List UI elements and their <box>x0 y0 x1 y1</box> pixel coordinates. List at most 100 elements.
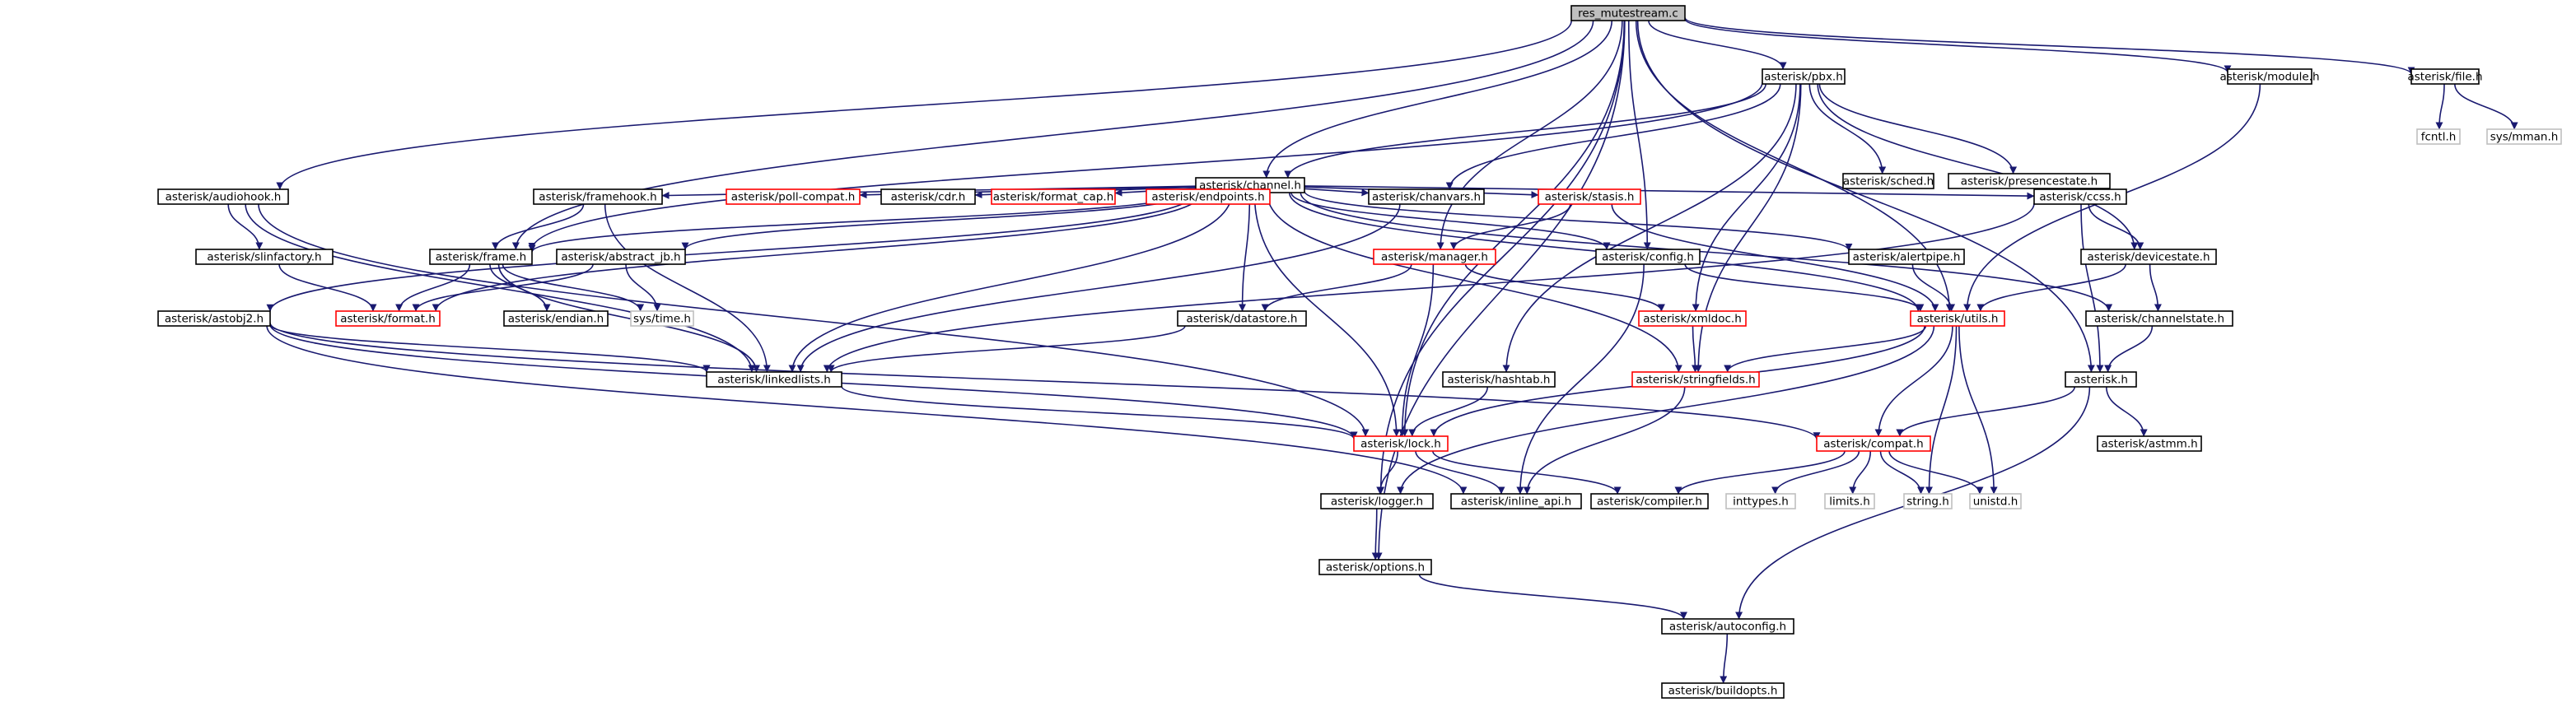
node-utils[interactable]: asterisk/utils.h <box>1910 310 2005 327</box>
node-asterisk[interactable]: asterisk.h <box>2065 371 2137 388</box>
node-audiohook[interactable]: asterisk/audiohook.h <box>157 188 289 205</box>
node-compat[interactable]: asterisk/compat.h <box>1816 435 1931 452</box>
node-box-xmldoc <box>1638 310 1747 327</box>
node-label-presencestate: asterisk/presencestate.h <box>1961 175 2098 188</box>
node-cdr[interactable]: asterisk/cdr.h <box>880 188 976 205</box>
edge-root-to-asterisk <box>1636 20 2095 373</box>
node-limits[interactable]: limits.h <box>1824 493 1875 509</box>
node-linkedlists[interactable]: asterisk/linkedlists.h <box>706 371 842 388</box>
node-abstractjb[interactable]: asterisk/abstract_jb.h <box>556 249 686 265</box>
edge-chanvars-to-linkedlists <box>796 203 1401 373</box>
node-options[interactable]: asterisk/options.h <box>1318 559 1432 575</box>
edge-channel-to-lock <box>1253 192 1401 437</box>
edge-audiohook-to-slinfactory <box>227 203 264 250</box>
node-label-slinfactory: asterisk/slinfactory.h <box>207 251 321 264</box>
node-systime[interactable]: sys/time.h <box>630 310 694 327</box>
node-formatcap[interactable]: asterisk/format_cap.h <box>991 188 1116 205</box>
edge-linkedlists-to-lock <box>841 386 1358 440</box>
node-label-formatcap: asterisk/format_cap.h <box>993 191 1114 204</box>
node-label-devicestate: asterisk/devicestate.h <box>2088 251 2210 264</box>
node-datastore[interactable]: asterisk/datastore.h <box>1177 310 1307 327</box>
node-astobj2[interactable]: asterisk/astobj2.h <box>157 310 271 327</box>
node-label-logger: asterisk/logger.h <box>1331 495 1423 509</box>
node-box-format <box>335 310 441 327</box>
node-stringfields[interactable]: asterisk/stringfields.h <box>1631 371 1760 388</box>
node-slinfactory[interactable]: asterisk/slinfactory.h <box>195 249 334 265</box>
node-frame[interactable]: asterisk/frame.h <box>429 249 533 265</box>
node-label-options: asterisk/options.h <box>1326 561 1425 574</box>
node-hashtab[interactable]: asterisk/hashtab.h <box>1442 371 1556 388</box>
node-buildopts[interactable]: asterisk/buildopts.h <box>1661 682 1785 699</box>
edge-stasis-to-utils <box>1611 203 1939 312</box>
node-file[interactable]: asterisk/file.h <box>2407 68 2483 85</box>
edge-channel-to-linkedlists <box>788 192 1233 373</box>
node-fcntl[interactable]: fcntl.h <box>2416 128 2461 145</box>
edge-alertpipe-to-utils <box>1911 263 1956 312</box>
node-label-format: asterisk/format.h <box>340 313 436 326</box>
edge-utils-to-stringfields <box>1724 325 1927 373</box>
edge-utils-to-logger <box>1397 325 1935 495</box>
node-autoconfig[interactable]: asterisk/autoconfig.h <box>1661 618 1794 635</box>
node-box-asterisk <box>2065 371 2137 388</box>
edge-root-to-frame <box>511 20 1594 250</box>
node-pollcompat[interactable]: asterisk/poll-compat.h <box>726 188 861 205</box>
node-label-sched: asterisk/sched.h <box>1843 175 1934 188</box>
node-label-datastore: asterisk/datastore.h <box>1186 313 1297 326</box>
node-inlineapi[interactable]: asterisk/inline_api.h <box>1450 493 1582 509</box>
node-box-devicestate <box>2080 249 2217 265</box>
node-label-string: string.h <box>1906 495 1949 509</box>
node-box-audiohook <box>157 188 289 205</box>
node-label-xmldoc: asterisk/xmldoc.h <box>1643 313 1742 326</box>
edge-channelstate-to-asterisk <box>2104 325 2154 373</box>
node-alertpipe[interactable]: asterisk/alertpipe.h <box>1848 249 1965 265</box>
node-string[interactable]: string.h <box>1903 493 1953 509</box>
nodes-layer: res_mutestream.c asterisk/pbx.h asterisk/m… <box>157 5 2562 699</box>
edge-frame-to-linkedlists <box>497 263 760 373</box>
edge-lock-to-inlineapi <box>1415 450 1505 495</box>
node-module[interactable]: asterisk/module.h <box>2219 68 2320 85</box>
node-pbx[interactable]: asterisk/pbx.h <box>1762 68 1846 85</box>
node-root[interactable]: res_mutestream.c <box>1570 5 1686 21</box>
node-box-utils <box>1910 310 2005 327</box>
node-config[interactable]: asterisk/config.h <box>1595 249 1701 265</box>
node-logger[interactable]: asterisk/logger.h <box>1320 493 1434 509</box>
edge-framehook-to-frame <box>492 203 585 250</box>
node-label-autoconfig: asterisk/autoconfig.h <box>1669 621 1786 634</box>
node-devicestate[interactable]: asterisk/devicestate.h <box>2080 249 2217 265</box>
edge-asterisk-to-astmm <box>2106 386 2148 437</box>
edge-hashtab-to-lock <box>1408 386 1489 437</box>
edge-root-to-logger <box>1377 20 1626 495</box>
edge-pbx-to-xmldoc <box>1692 83 1801 312</box>
edge-slinfactory-to-format <box>278 263 377 312</box>
edge-astobj2-to-inlineapi <box>266 325 1468 495</box>
node-box-autoconfig <box>1661 618 1794 635</box>
node-endpoints[interactable]: asterisk/endpoints.h <box>1146 188 1271 205</box>
node-inttypes[interactable]: inttypes.h <box>1725 493 1796 509</box>
node-lock[interactable]: asterisk/lock.h <box>1353 435 1449 452</box>
node-stasis[interactable]: asterisk/stasis.h <box>1538 188 1641 205</box>
node-label-frame: asterisk/frame.h <box>436 251 527 264</box>
node-framehook[interactable]: asterisk/framehook.h <box>533 188 663 205</box>
node-channelstate[interactable]: asterisk/channelstate.h <box>2085 310 2233 327</box>
node-compiler[interactable]: asterisk/compiler.h <box>1590 493 1709 509</box>
node-unistd[interactable]: unistd.h <box>1969 493 2022 509</box>
node-label-compat: asterisk/compat.h <box>1823 438 1923 451</box>
node-label-alertpipe: asterisk/alertpipe.h <box>1853 251 1961 264</box>
node-astmm[interactable]: asterisk/astmm.h <box>2097 435 2202 452</box>
node-endian[interactable]: asterisk/endian.h <box>503 310 609 327</box>
node-ccss[interactable]: asterisk/ccss.h <box>2033 188 2127 205</box>
node-chanvars[interactable]: asterisk/chanvars.h <box>1368 188 1485 205</box>
node-sched[interactable]: asterisk/sched.h <box>1842 173 1934 189</box>
node-box-module <box>2227 68 2312 85</box>
edge-stringfields-to-inlineapi <box>1523 386 1686 495</box>
node-mman[interactable]: sys/mman.h <box>2486 128 2562 145</box>
node-presencestate[interactable]: asterisk/presencestate.h <box>1948 173 2111 189</box>
edge-channel-to-format <box>432 192 1203 312</box>
node-xmldoc[interactable]: asterisk/xmldoc.h <box>1638 310 1747 327</box>
edge-abstractjb-to-format <box>412 263 594 312</box>
node-label-inttypes: inttypes.h <box>1733 495 1789 509</box>
node-manager[interactable]: asterisk/manager.h <box>1373 249 1496 265</box>
edge-options-to-autoconfig <box>1418 574 1687 620</box>
node-box-datastore <box>1177 310 1307 327</box>
node-format[interactable]: asterisk/format.h <box>335 310 441 327</box>
